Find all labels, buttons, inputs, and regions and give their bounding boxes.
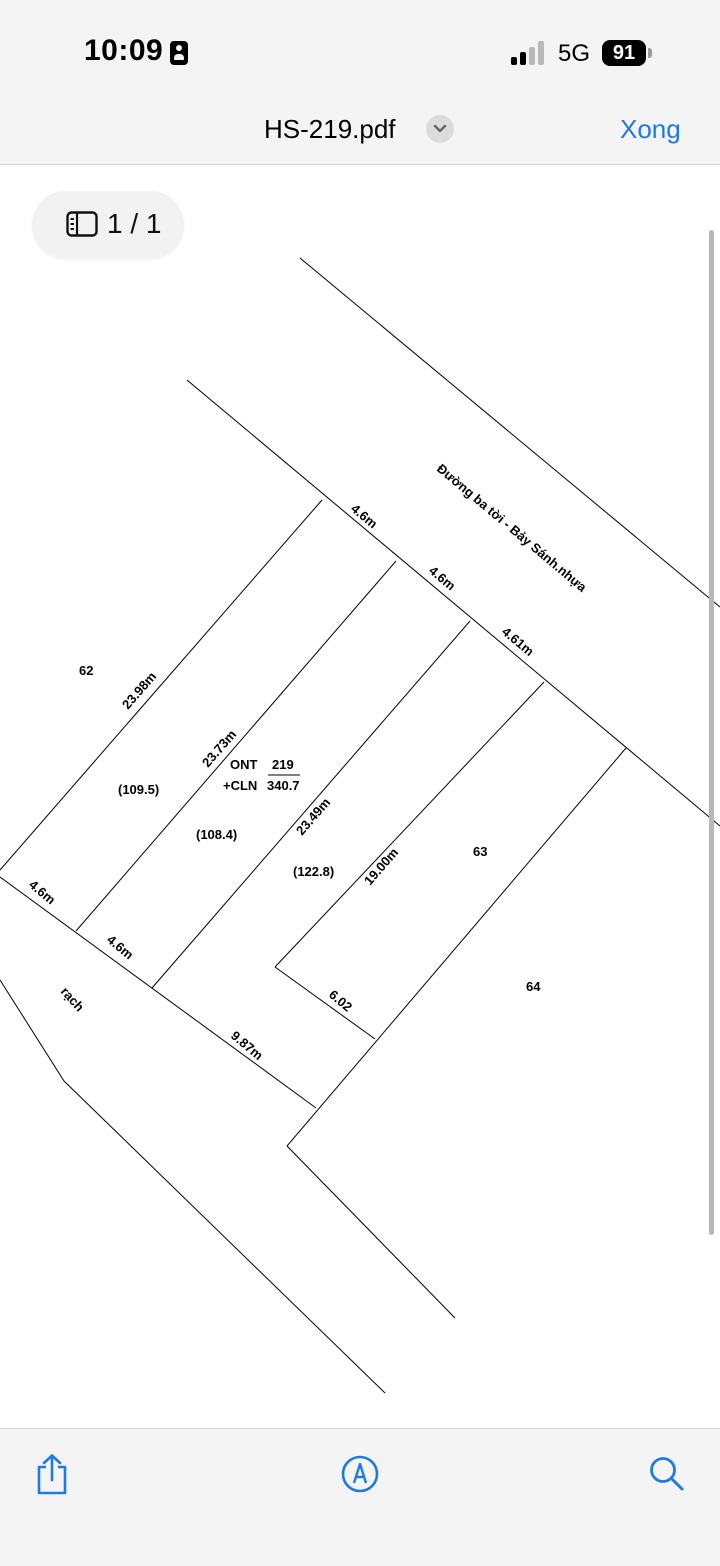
vertical-scrollbar[interactable]	[709, 230, 714, 1235]
parcel-number: 219	[272, 757, 294, 772]
status-bar: 10:09 5G 91	[0, 0, 720, 100]
pdf-viewer[interactable]: Đường ba tời - Bảy Sánh.nhựa rạch 62 63 …	[0, 165, 720, 1428]
dimension-top-1: 4.6m	[348, 501, 380, 532]
document-title[interactable]: HS-219.pdf	[264, 114, 396, 144]
clock: 10:09	[84, 34, 164, 67]
sidebar-icon	[66, 211, 98, 237]
dimension-top-2: 4.6m	[426, 563, 458, 594]
dimension-side-3: 23.49m	[293, 795, 333, 838]
markup-icon[interactable]	[341, 1455, 379, 1493]
search-icon[interactable]	[648, 1455, 686, 1493]
dimension-bottom-1: 4.6m	[26, 877, 58, 908]
sub-area-a: (109.5)	[118, 782, 159, 797]
sub-area-b: (108.4)	[196, 827, 237, 842]
land-type-cln: +CLN	[223, 778, 257, 793]
parcel-62-label: 62	[79, 663, 93, 678]
contact-badge-icon	[170, 41, 188, 65]
battery-cap	[648, 48, 652, 58]
network-type: 5G	[558, 40, 591, 67]
dimension-bottom-4: 6.02	[326, 987, 355, 1015]
dimension-side-4: 19.00m	[361, 845, 401, 888]
battery-icon: 91	[602, 40, 646, 66]
battery-level: 91	[612, 42, 636, 64]
dimension-bottom-2: 4.6m	[104, 932, 136, 963]
canal-label: rạch	[58, 984, 88, 1014]
chevron-down-icon[interactable]	[426, 115, 454, 143]
page-count: 1 / 1	[107, 208, 162, 239]
road-label: Đường ba tời - Bảy Sánh.nhựa	[434, 461, 590, 595]
nav-bar: HS-219.pdf Xong	[0, 100, 720, 165]
signal-strength-icon	[511, 41, 547, 65]
land-type-ont: ONT	[230, 757, 258, 772]
share-icon[interactable]	[34, 1453, 70, 1495]
dimension-top-3: 4.61m	[499, 624, 537, 659]
sub-area-c: (122.8)	[293, 864, 334, 879]
done-button[interactable]: Xong	[620, 114, 681, 144]
parcel-63-label: 63	[473, 844, 487, 859]
parcel-area: 340.7	[267, 778, 300, 793]
bottom-toolbar	[0, 1428, 720, 1566]
page-indicator[interactable]: 1 / 1	[32, 191, 184, 259]
dimension-side-1: 23.98m	[119, 669, 159, 712]
parcel-64-label: 64	[526, 979, 541, 994]
cadastral-map: Đường ba tời - Bảy Sánh.nhựa rạch 62 63 …	[0, 257, 720, 1394]
